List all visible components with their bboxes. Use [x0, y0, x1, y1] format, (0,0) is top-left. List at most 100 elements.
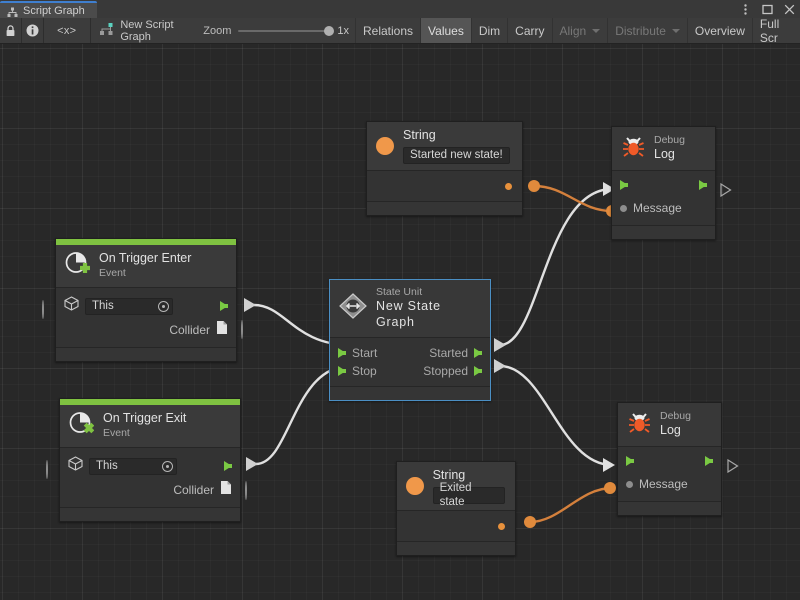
node-subtitle: State Unit	[376, 286, 423, 298]
target-object-field[interactable]: This	[85, 297, 173, 315]
node-on-trigger-enter[interactable]: On Trigger Enter Event This	[55, 238, 237, 362]
state-unit-icon	[339, 292, 367, 324]
node-accent-bar	[60, 399, 240, 405]
port-collider-output-handle-enter[interactable]	[241, 320, 243, 339]
toolbar-button-overview[interactable]: Overview	[686, 18, 752, 43]
string-value-field[interactable]: Started new state!	[403, 146, 510, 164]
graph-name-breadcrumb[interactable]: New Script Graph	[90, 18, 201, 43]
collider-icon	[220, 480, 232, 500]
edge-value-knobs	[524, 180, 618, 528]
target-object-value: This	[92, 300, 114, 312]
node-header: String Exited state	[397, 462, 515, 511]
port-label-start: Start	[352, 346, 378, 361]
port-value-output[interactable]	[505, 182, 512, 190]
string-icon	[406, 476, 424, 495]
port-label-stopped: Stopped	[423, 364, 468, 379]
node-string-bottom[interactable]: String Exited state	[396, 461, 516, 556]
port-collider-output-handle-exit[interactable]	[245, 481, 247, 500]
port-message-input[interactable]	[620, 204, 627, 212]
node-accent-bar	[56, 239, 236, 245]
node-header: State Unit New State Graph	[330, 280, 490, 339]
node-string-top[interactable]: String Started new state!	[366, 121, 523, 216]
port-flow-output[interactable]	[220, 301, 228, 311]
close-icon[interactable]	[783, 3, 796, 16]
edge-stopped-to-log-bottom	[499, 364, 613, 467]
toolbar-button-distribute[interactable]: Distribute	[607, 18, 687, 43]
port-value-output[interactable]	[498, 522, 505, 530]
zoom-value: 1x	[337, 24, 349, 37]
event-enter-icon	[64, 250, 90, 281]
node-debug-log-top[interactable]: Debug Log Message	[611, 126, 716, 240]
port-flow-output-handle-bottom[interactable]	[727, 458, 739, 478]
window-controls	[739, 0, 796, 18]
object-picker-icon[interactable]	[162, 460, 173, 472]
toolbar-button-align[interactable]: Align	[551, 18, 608, 43]
toolbar-button-values[interactable]: Values	[420, 18, 471, 43]
target-object-value: This	[96, 460, 118, 472]
node-subtitle: Debug	[654, 134, 685, 146]
node-debug-log-bottom[interactable]: Debug Log Message	[617, 402, 722, 516]
port-message-input[interactable]	[626, 480, 633, 488]
port-flow-input-start[interactable]	[338, 348, 346, 359]
node-footer	[330, 386, 490, 401]
window-titlebar: Script Graph	[0, 0, 800, 18]
node-subtitle: Event	[103, 426, 130, 439]
port-flow-output[interactable]	[224, 461, 232, 471]
toolbar-divider	[43, 18, 44, 43]
zoom-label: Zoom	[203, 24, 232, 37]
object-picker-icon[interactable]	[158, 300, 169, 312]
zoom-slider-knob[interactable]	[324, 25, 335, 36]
node-body: This Collider	[60, 448, 240, 507]
node-body: Message	[618, 446, 721, 501]
node-footer	[56, 347, 236, 361]
node-state-unit[interactable]: State Unit New State Graph Start Started	[329, 279, 491, 402]
target-object-field[interactable]: This	[89, 457, 177, 475]
edge-string-top-to-message	[533, 184, 613, 213]
port-flow-input[interactable]	[620, 179, 628, 190]
chevron-down-icon	[592, 29, 601, 33]
code-view-button[interactable]: <x>	[57, 24, 77, 37]
event-exit-icon	[68, 410, 95, 441]
port-flow-output[interactable]	[699, 179, 707, 190]
lock-icon[interactable]	[0, 18, 22, 43]
toolbar-button-fullscreen[interactable]: Full Scr	[751, 17, 800, 45]
node-header: Debug Log	[612, 127, 715, 171]
kebab-menu-icon[interactable]	[739, 3, 752, 16]
graph-icon	[7, 5, 18, 17]
toolbar-divider	[89, 18, 91, 43]
toolbar-button-carry[interactable]: Carry	[507, 18, 551, 43]
port-label-started: Started	[429, 346, 468, 361]
gameobject-icon	[68, 456, 83, 476]
graph-toolbar: <x> New Script Graph Zoom 1x Relations V…	[0, 17, 800, 45]
zoom-slider[interactable]	[238, 25, 335, 36]
graph-name-label: New Script Graph	[120, 18, 174, 43]
script-graph-icon	[100, 23, 113, 38]
info-icon[interactable]	[21, 18, 44, 43]
string-icon	[376, 136, 394, 155]
port-flow-output-stopped[interactable]	[474, 366, 482, 377]
port-flow-output-started[interactable]	[474, 348, 482, 359]
port-flow-input-stop[interactable]	[338, 366, 346, 377]
bug-icon	[622, 135, 645, 162]
toolbar-button-dim[interactable]: Dim	[470, 18, 507, 43]
node-title: New State Graph	[376, 299, 441, 329]
port-label-message: Message	[633, 201, 682, 216]
port-flow-input[interactable]	[626, 455, 634, 466]
graph-canvas[interactable]: String Started new state!	[0, 44, 800, 600]
port-target-input-handle-enter[interactable]	[42, 300, 44, 319]
port-target-input-handle-exit[interactable]	[46, 460, 48, 479]
node-subtitle: Debug	[660, 410, 691, 422]
node-body: Start Started Stop Stopped	[330, 338, 490, 387]
tab-script-graph[interactable]: Script Graph	[0, 1, 97, 18]
edge-string-bottom-to-message	[529, 486, 613, 524]
toolbar-divider	[21, 18, 22, 43]
node-on-trigger-exit[interactable]: On Trigger Exit Event This	[59, 398, 241, 522]
port-flow-output[interactable]	[705, 455, 713, 466]
maximize-icon[interactable]	[761, 3, 774, 16]
node-footer	[367, 200, 522, 215]
string-value-field[interactable]: Exited state	[432, 482, 505, 508]
port-flow-output-handle-top[interactable]	[720, 182, 732, 202]
port-label-stop: Stop	[352, 364, 377, 379]
toolbar-button-relations[interactable]: Relations	[355, 18, 420, 43]
